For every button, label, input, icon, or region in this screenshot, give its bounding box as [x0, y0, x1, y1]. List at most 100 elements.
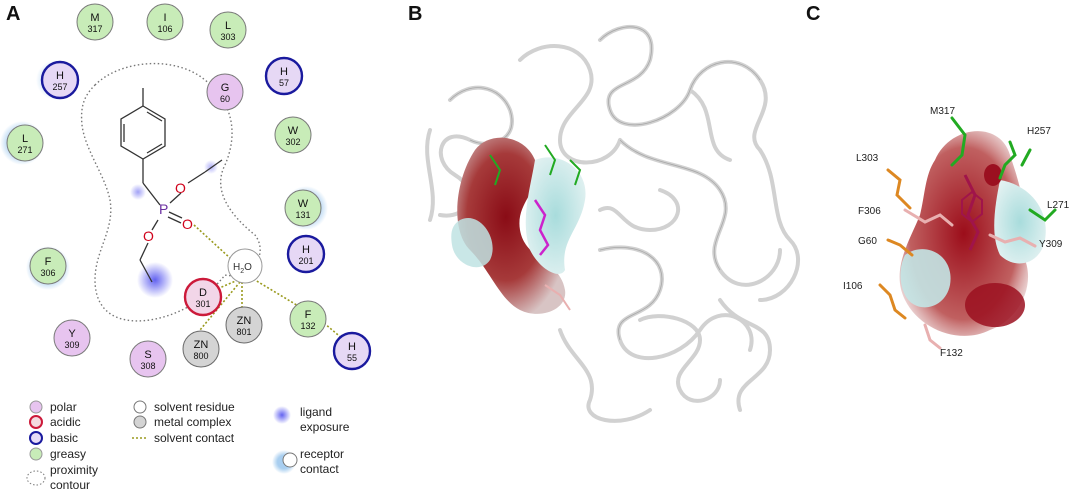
- residue-number: 306: [40, 268, 55, 278]
- legend-solvent-residue: solvent residue: [154, 400, 235, 414]
- residue-disc: [40, 60, 80, 100]
- panel-a-letter: A: [6, 3, 20, 25]
- residue-label-i106: I106: [843, 281, 863, 292]
- residue-number: 303: [220, 32, 235, 42]
- residue-disc: [284, 189, 322, 227]
- residue-f132: F132: [289, 300, 327, 338]
- ligand-exposure: [137, 262, 173, 298]
- water-label: H2O: [233, 262, 252, 275]
- panel-b: B: [408, 3, 801, 423]
- residue-number: 132: [300, 321, 315, 331]
- residue-number: 271: [17, 145, 32, 155]
- ligand-structure: [120, 88, 223, 283]
- residue-sticks: [489, 144, 582, 311]
- legend: polar acidic basic greasy proximity cont…: [26, 400, 350, 492]
- residue-name: H: [56, 70, 64, 82]
- residue-name: Y: [68, 328, 76, 340]
- legend-contour: contour: [50, 478, 90, 492]
- residue-g60: G60: [206, 73, 244, 111]
- residue-disc: [209, 11, 247, 49]
- residue-name: ZN: [237, 315, 252, 327]
- residue-number: 800: [193, 351, 208, 361]
- legend-ligand-swatch: [273, 406, 291, 424]
- residue-h55: H55: [332, 331, 372, 371]
- residue-number: 257: [52, 82, 67, 92]
- oxygen-atom: O: [175, 180, 186, 196]
- residue-label-y309: Y309: [1039, 239, 1063, 250]
- water-molecule: [227, 248, 263, 284]
- residue-label-f132: F132: [940, 348, 963, 359]
- phosphorus-atom: P: [159, 201, 168, 217]
- legend-ligand: ligand: [300, 405, 332, 419]
- legend-exposure: exposure: [300, 420, 350, 434]
- legend-solvent-swatch: [133, 400, 147, 414]
- residue-m317: M317: [76, 3, 114, 41]
- residue-number: 302: [285, 137, 300, 147]
- residue-number: 309: [64, 340, 79, 350]
- residue-f306: F306: [29, 247, 67, 285]
- panel-a: A P O O O: [0, 3, 372, 492]
- residue-name: W: [288, 125, 299, 137]
- residue-label-f306: F306: [858, 206, 881, 217]
- residue-l271: L271: [6, 124, 44, 162]
- panel-c-letter: C: [806, 3, 820, 25]
- legend-metal-swatch: [133, 415, 147, 429]
- residue-name: ZN: [194, 339, 209, 351]
- ligand-exposure: [130, 184, 146, 200]
- residue-disc: [29, 247, 67, 285]
- residue-number: 801: [236, 327, 251, 337]
- pocket-surface-zoom: [899, 131, 1046, 336]
- residue-number: 317: [87, 24, 102, 34]
- ligand-sticks: [533, 199, 550, 256]
- legend-polar: polar: [50, 400, 77, 414]
- residue-disc: [76, 3, 114, 41]
- residue-name: H: [280, 66, 288, 78]
- residue-name: W: [298, 198, 309, 210]
- legend-basic: basic: [50, 431, 78, 445]
- residue-name: M: [90, 12, 99, 24]
- oxygen-atom: O: [143, 228, 154, 244]
- residue-number: 308: [140, 361, 155, 371]
- oxygen-atom: O: [182, 216, 193, 232]
- legend-receptor: receptor: [300, 447, 344, 461]
- legend-contact: contact: [300, 462, 339, 476]
- residue-number: 57: [279, 78, 289, 88]
- residue-disc: [332, 331, 372, 371]
- residue-number: 60: [220, 94, 230, 104]
- residue-y309: Y309: [53, 319, 91, 357]
- residue-number: 106: [157, 24, 172, 34]
- residue-label-h257: H257: [1027, 126, 1051, 137]
- residue-disc: [53, 319, 91, 357]
- legend-acidic: acidic: [50, 415, 81, 429]
- ligand-sticks-zoom: [961, 174, 983, 251]
- residue-disc: [289, 300, 327, 338]
- residue-number: 131: [295, 210, 310, 220]
- residue-disc: [206, 73, 244, 111]
- solvent-contact-lines: [193, 224, 351, 346]
- residue-label-l271: L271: [1047, 200, 1070, 211]
- residue-name: L: [225, 20, 231, 32]
- residue-sticks-zoom: [878, 116, 1057, 350]
- residue-name: S: [144, 349, 151, 361]
- residue-disc: [182, 330, 220, 368]
- residue-disc: [146, 3, 184, 41]
- residue-label-l303: L303: [856, 153, 879, 164]
- residue-disc: [129, 340, 167, 378]
- legend-receptor-swatch: [282, 452, 298, 468]
- legend-proximity: proximity: [50, 463, 98, 477]
- residue-number: 55: [347, 353, 357, 363]
- residue-disc: [225, 306, 263, 344]
- residue-l303: L303: [209, 11, 247, 49]
- legend-basic-swatch: [29, 431, 43, 445]
